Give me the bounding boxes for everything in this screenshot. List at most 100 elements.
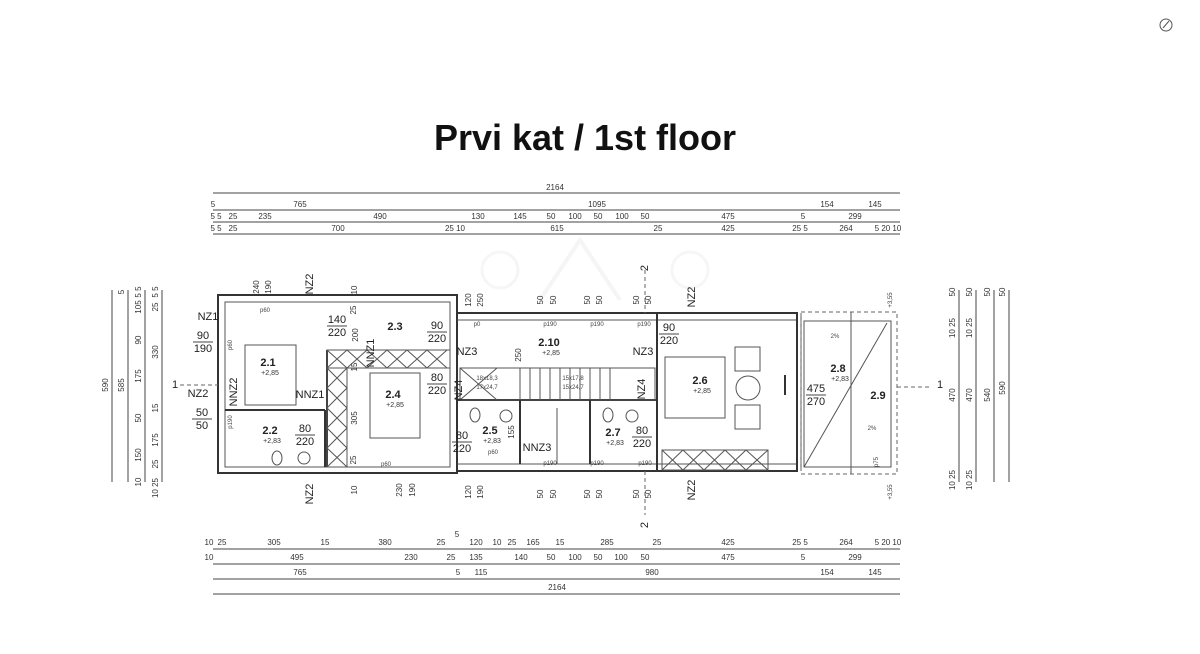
opening-height: 220 [428, 385, 446, 397]
dimension-label: 230 [404, 553, 418, 562]
dimension-label: 490 [373, 212, 387, 221]
opening-width: 90 [663, 322, 675, 334]
dimension-label: 264 [839, 224, 853, 233]
parapet-height: p60 [488, 450, 499, 456]
dimension-label: 1095 [588, 200, 606, 209]
room-number: 2.1 [260, 357, 275, 369]
dimension-label: 10 25 [965, 469, 974, 490]
dimension-label: 15 [151, 403, 160, 412]
dimension-label: 50 [641, 553, 650, 562]
opening-height: 270 [807, 396, 825, 408]
toilet-icon [271, 450, 283, 466]
vertical-dimension: 10 [350, 285, 359, 294]
dimension-label: 305 [267, 538, 281, 547]
dimension-label: 299 [848, 553, 862, 562]
dimension-label: 495 [290, 553, 304, 562]
watermark-logo [480, 236, 710, 302]
dimension-label: 175 [151, 433, 160, 447]
dimension-label: 25 10 [445, 224, 466, 233]
dimension-label: 50 [134, 413, 143, 422]
vertical-dimension: 250 [514, 348, 523, 362]
vertical-dimension: 50 [644, 295, 653, 304]
bed-icon [244, 344, 297, 406]
dimension-label: 10 [205, 553, 214, 562]
parapet-height: p60 [260, 308, 271, 314]
parapet-height: p75 [874, 456, 880, 467]
dimension-label: 10 [205, 538, 214, 547]
dimension-label: 299 [848, 212, 862, 221]
dimension-label: 5 [456, 568, 461, 577]
dimension-label: 25 5 [792, 538, 808, 547]
stair-spec: 15x24,7 [562, 385, 584, 391]
opening-width: 90 [197, 330, 209, 342]
toilet-icon [602, 407, 614, 423]
dimension-label: 25 [447, 553, 456, 562]
dimension-label: 10 25 [948, 317, 957, 338]
dimension-label: 25 [151, 459, 160, 468]
dimension-label: 264 [839, 538, 853, 547]
dimension-label: 50 [998, 287, 1007, 296]
dimension-label: 10 25 [948, 469, 957, 490]
element-code: NZ2 [304, 274, 316, 295]
bed-icon [664, 356, 726, 419]
dimension-label: 615 [550, 224, 564, 233]
room-number: 2.10 [538, 337, 559, 349]
opening-height: 220 [328, 327, 346, 339]
vertical-dimension: 305 [350, 411, 359, 425]
parapet-height: p190 [590, 461, 604, 467]
dimension-label: 765 [293, 568, 307, 577]
dimension-label: 50 [547, 553, 556, 562]
dimension-label: 25 [229, 212, 238, 221]
dimension-label: 25 [151, 302, 160, 311]
stair-spec: 18x18,3 [476, 376, 498, 382]
dimension-label: 100 [568, 212, 582, 221]
vertical-dimension: 25 [349, 455, 358, 464]
dimension-label: 120 [469, 538, 483, 547]
vertical-dimension: 50 [583, 489, 592, 498]
dimension-label: 470 [948, 388, 957, 402]
dimension-label: 700 [331, 224, 345, 233]
dimension-label: 175 [134, 369, 143, 383]
vertical-dimension: 250 [476, 293, 485, 307]
vertical-dimension: 120 [464, 485, 473, 499]
vertical-dimension: 190 [476, 485, 485, 499]
parapet-height: p60 [381, 462, 392, 468]
dimension-lines [111, 192, 1010, 595]
dimension-label: 330 [151, 345, 160, 359]
parapet-height: p190 [638, 461, 652, 467]
element-code: NZ3 [633, 346, 654, 358]
element-code: NNZ1 [296, 389, 325, 401]
compass-icon[interactable] [1159, 18, 1173, 32]
element-code: NNZ1 [365, 339, 377, 368]
stair-spec: 17x24,7 [476, 385, 498, 391]
parapet-height: p190 [228, 415, 234, 429]
room-number: 2.7 [605, 427, 620, 439]
vertical-dimension: 50 [632, 489, 641, 498]
dimension-label: 50 [594, 212, 603, 221]
dimension-label: 25 [508, 538, 517, 547]
vertical-dimension: 15 [350, 362, 359, 371]
dimension-label: 145 [868, 200, 882, 209]
opening-height: 190 [194, 343, 212, 355]
dimension-label: 25 [218, 538, 227, 547]
section-marker: 1 [937, 379, 943, 391]
dimension-label: 50 [641, 212, 650, 221]
dimension-label: 5 [801, 212, 806, 221]
dimension-label: 165 [526, 538, 540, 547]
dimension-label: 100 [568, 553, 582, 562]
dimension-label: 5 [117, 289, 126, 294]
dimension-label: 980 [645, 568, 659, 577]
dimension-label: 135 [469, 553, 483, 562]
sink-icon [625, 409, 639, 423]
parapet-height: p0 [474, 322, 481, 328]
dimension-label: 585 [117, 378, 126, 392]
vertical-dimension: 50 [595, 295, 604, 304]
element-code: NNZ3 [523, 442, 552, 454]
dimension-label: 475 [721, 553, 735, 562]
vertical-dimension: 190 [408, 483, 417, 497]
vertical-dimension: 190 [264, 280, 273, 294]
dimension-label: 5 20 10 [875, 224, 902, 233]
vertical-dimension: 50 [644, 489, 653, 498]
room-number: 2.8 [830, 363, 845, 375]
dimension-label: 105 [134, 300, 143, 314]
